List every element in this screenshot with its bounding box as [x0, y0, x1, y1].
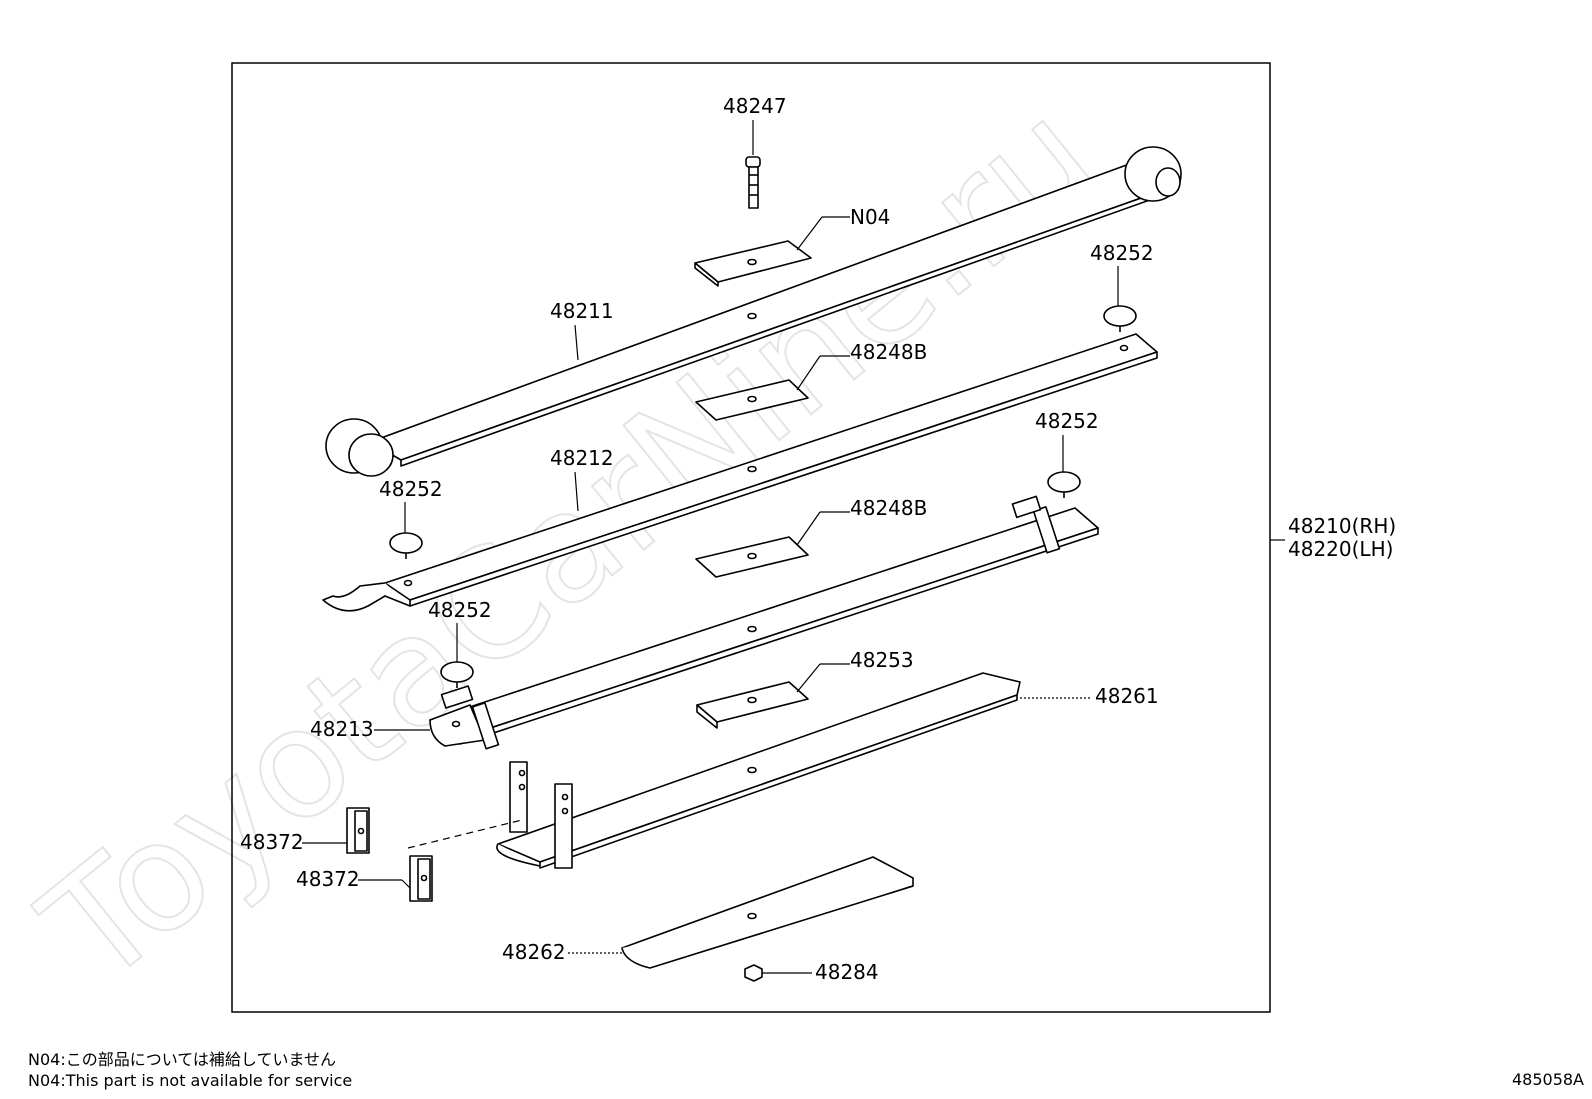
leaf-48211	[325, 146, 1182, 477]
label-48252-d: 48252	[428, 598, 492, 622]
nut-48284	[744, 964, 763, 982]
label-48252-a: 48252	[1090, 241, 1154, 265]
label-48211: 48211	[550, 299, 614, 323]
label-48372-b: 48372	[296, 867, 360, 891]
label-48262: 48262	[502, 940, 566, 964]
leaf-48213	[429, 495, 1099, 750]
note-japanese: N04:この部品については補給していません	[28, 1050, 336, 1069]
bolt-48247	[745, 156, 761, 209]
leader-lines	[302, 120, 1285, 974]
clip-48372-a	[346, 807, 370, 854]
leaf-48261	[496, 672, 1021, 869]
clip-48372-b	[409, 855, 433, 902]
label-n04: N04	[850, 205, 890, 229]
note-english: N04:This part is not available for servi…	[28, 1071, 353, 1090]
label-48210-rh: 48210(RH)	[1288, 514, 1396, 538]
label-48247: 48247	[723, 94, 787, 118]
label-48213: 48213	[310, 717, 374, 741]
label-48220-lh: 48220(LH)	[1288, 537, 1393, 561]
pad-48252-b	[389, 532, 423, 559]
label-48372-a: 48372	[240, 830, 304, 854]
label-48212: 48212	[550, 446, 614, 470]
label-48248b-b: 48248B	[850, 496, 927, 520]
diagram-reference-id: 485058A	[1511, 1070, 1584, 1089]
label-48248b-a: 48248B	[850, 340, 927, 364]
pad-48252-a	[1103, 305, 1137, 332]
plate-48253	[696, 681, 809, 729]
label-48284: 48284	[815, 960, 879, 984]
diagram-frame	[231, 62, 1271, 1013]
label-48252-c: 48252	[1035, 409, 1099, 433]
label-48252-b: 48252	[379, 477, 443, 501]
pad-48252-c	[1047, 471, 1081, 498]
label-48261: 48261	[1095, 684, 1159, 708]
leaf-48212	[322, 333, 1158, 612]
alignment-dashed-line	[407, 819, 523, 849]
leaf-48262	[621, 856, 914, 969]
label-48253: 48253	[850, 648, 914, 672]
